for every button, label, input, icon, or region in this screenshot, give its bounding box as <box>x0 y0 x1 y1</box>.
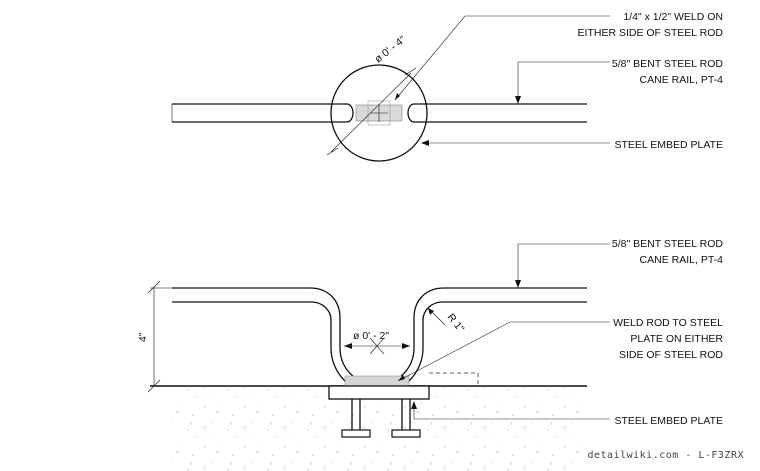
top-detail: ø 0' - 4" <box>171 15 610 162</box>
bottom-weld-block <box>344 375 410 387</box>
top-rod-note-line2: CANE RAIL, PT-4 <box>640 74 724 86</box>
embed-plate-circle <box>330 64 428 162</box>
anchor-right <box>391 399 421 438</box>
bottom-weld-note-line2: PLATE ON EITHER <box>630 333 723 345</box>
bottom-rod-note-line2: CANE RAIL, PT-4 <box>640 254 724 266</box>
embed-plate <box>328 385 430 400</box>
watermark: detailwiki.com - L-F3ZRX <box>588 450 745 461</box>
bottom-weld-note-line1: WELD ROD TO STEEL <box>613 317 723 329</box>
bottom-diameter-label: ø 0' - 2" <box>353 330 389 342</box>
anchor-left <box>341 399 371 438</box>
top-rod-note-line1: 5/8" BENT STEEL ROD <box>612 58 724 70</box>
bottom-plate-note: STEEL EMBED PLATE <box>614 415 723 427</box>
bottom-rod-note-line1: 5/8" BENT STEEL ROD <box>612 238 724 250</box>
bottom-height-label: 4" <box>137 332 149 342</box>
top-plate-note: STEEL EMBED PLATE <box>614 139 723 151</box>
top-diameter-label: ø 0' - 4" <box>372 34 408 66</box>
right-rod <box>407 103 587 123</box>
bottom-detail: ø 0' - 2" R 1" 4" <box>137 243 610 471</box>
top-weld-note-line2: EITHER SIDE OF STEEL ROD <box>578 27 724 39</box>
bottom-weld-note-line3: SIDE OF STEEL ROD <box>619 349 723 361</box>
left-rod <box>172 103 354 123</box>
concrete-slab <box>172 386 587 471</box>
diameter-dim-line <box>330 72 412 153</box>
top-weld-note-line1: 1/4" x 1/2" WELD ON <box>623 11 723 23</box>
bottom-radius-label: R 1" <box>445 311 467 334</box>
